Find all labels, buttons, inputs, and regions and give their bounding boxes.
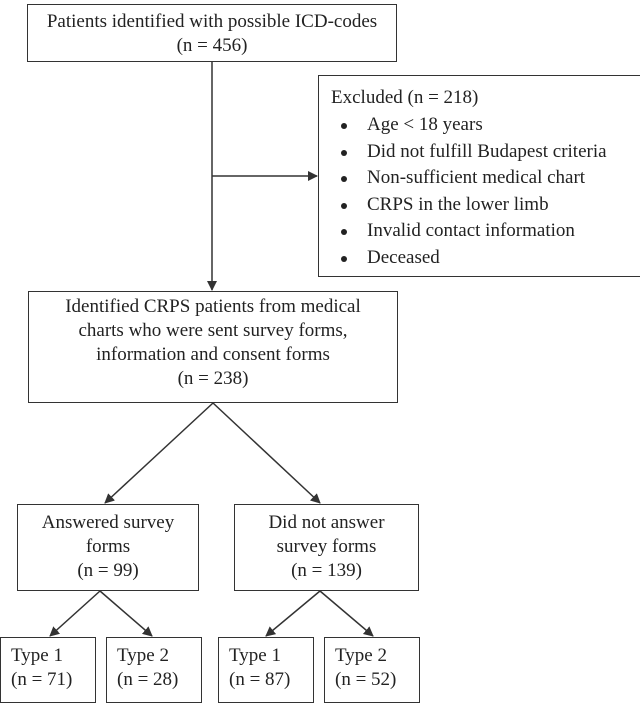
type-label: Type 2 (117, 645, 169, 666)
excluded-box: Excluded (n = 218) Age < 18 years Did no… (318, 75, 640, 277)
crps-count: (n = 238) (177, 368, 249, 389)
type-label: Type 1 (11, 645, 63, 666)
exclusion-reason: Non-sufficient medical chart (331, 165, 640, 192)
exclusion-reasons-list: Age < 18 years Did not fulfill Budapest … (331, 112, 640, 271)
type-label: Type 2 (335, 645, 387, 666)
crps-line: Identified CRPS patients from medical (65, 296, 361, 317)
crps-line: charts who were sent survey forms, (78, 320, 348, 341)
type-count: (n = 28) (117, 669, 179, 690)
not-answered-line: Did not answer (268, 512, 385, 533)
excluded-title: Excluded (n = 218) (331, 87, 479, 108)
identified-count: (n = 456) (176, 35, 248, 56)
not-answered-line: survey forms (276, 536, 377, 557)
crps-line: information and consent forms (96, 344, 330, 365)
arrow-not-answered-to-type2 (319, 590, 374, 637)
answered-survey-box: Answered survey forms (n = 99) (17, 504, 199, 591)
exclusion-reason: Did not fulfill Budapest criteria (331, 139, 640, 166)
exclusion-reason: Deceased (331, 245, 640, 272)
exclusion-reason: Age < 18 years (331, 112, 640, 139)
arrow-crps-to-answered (104, 402, 214, 504)
answered-line: forms (85, 536, 131, 557)
type-count: (n = 52) (335, 669, 397, 690)
exclusion-reason: Invalid contact information (331, 218, 640, 245)
not-answered-type2-box: Type 2 (n = 52) (324, 637, 420, 703)
not-answered-count: (n = 139) (291, 560, 362, 581)
answered-count: (n = 99) (77, 560, 139, 581)
identified-patients-box: Patients identified with possible ICD-co… (27, 4, 397, 62)
arrow-crps-to-not-answered (212, 402, 321, 504)
type-count: (n = 71) (11, 669, 73, 690)
arrow-not-answered-to-type1 (265, 590, 321, 637)
arrow-answered-to-type1 (49, 590, 101, 637)
type-label: Type 1 (229, 645, 281, 666)
answered-type2-box: Type 2 (n = 28) (106, 637, 202, 703)
exclusion-reason: CRPS in the lower limb (331, 192, 640, 219)
type-count: (n = 87) (229, 669, 291, 690)
not-answered-type1-box: Type 1 (n = 87) (218, 637, 314, 703)
arrow-answered-to-type2 (99, 590, 153, 637)
answered-type1-box: Type 1 (n = 71) (0, 637, 96, 703)
answered-line: Answered survey (41, 512, 175, 533)
identified-title: Patients identified with possible ICD-co… (46, 11, 378, 32)
not-answered-survey-box: Did not answer survey forms (n = 139) (234, 504, 419, 591)
crps-patients-box: Identified CRPS patients from medical ch… (28, 291, 398, 403)
